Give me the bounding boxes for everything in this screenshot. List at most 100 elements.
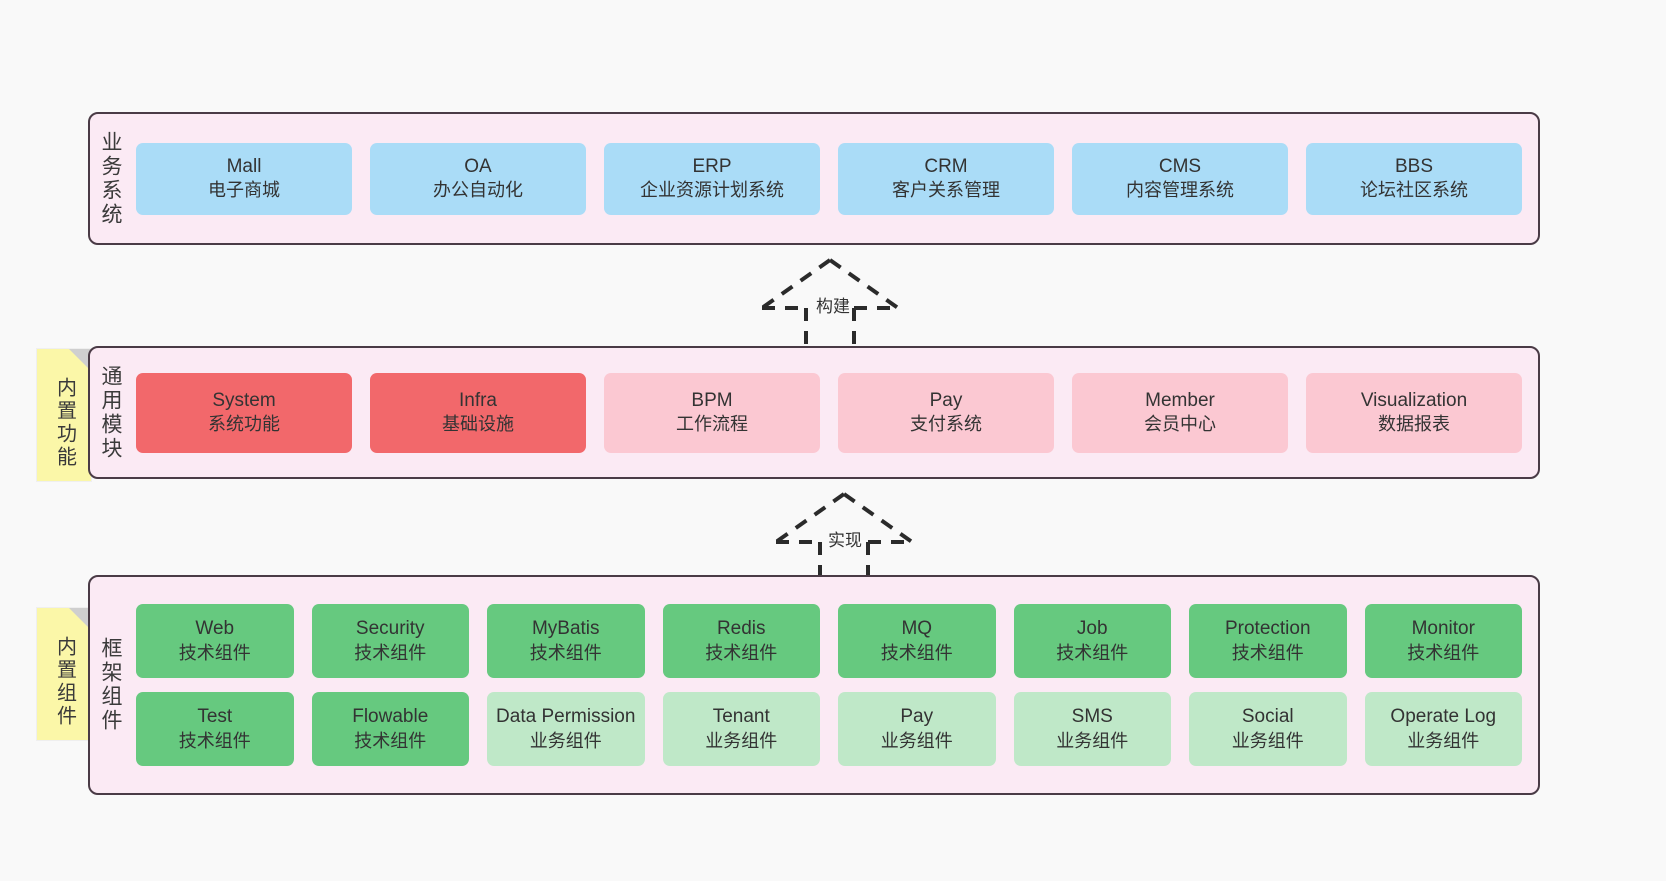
layer-body-business: Mall 电子商城 OA 办公自动化 ERP 企业资源计划系统 CRM 客户关系…	[130, 114, 1538, 243]
card-subtitle: 办公自动化	[433, 180, 523, 201]
card-subtitle: 业务组件	[1056, 730, 1129, 751]
card-web[interactable]: Web 技术组件	[136, 604, 294, 678]
card-title: OA	[464, 155, 492, 177]
card-subtitle: 技术组件	[880, 642, 953, 663]
sticky-note-label: 内置组件	[53, 636, 76, 728]
layer-business-systems: 业务系统 Mall 电子商城 OA 办公自动化 ERP 企业资源计划系统 CRM…	[88, 112, 1540, 245]
arrow-implement-label: 实现	[828, 531, 862, 550]
framework-row-business: Test 技术组件 Flowable 技术组件 Data Permission …	[136, 692, 1522, 766]
card-subtitle: 技术组件	[1056, 642, 1129, 663]
card-security[interactable]: Security 技术组件	[311, 604, 469, 678]
card-title: Data Permission	[496, 706, 636, 728]
layer-body-modules: System 系统功能 Infra 基础设施 BPM 工作流程 Pay 支付系统…	[130, 348, 1538, 477]
card-subtitle: 系统功能	[208, 414, 280, 435]
card-redis[interactable]: Redis 技术组件	[662, 604, 820, 678]
card-title: CMS	[1158, 155, 1202, 177]
card-title: System	[212, 389, 276, 411]
card-title: MyBatis	[531, 618, 600, 640]
folded-corner-icon	[69, 349, 91, 371]
card-title: Security	[355, 618, 425, 640]
sticky-note-label: 内置功能	[53, 377, 76, 469]
card-subtitle: 企业资源计划系统	[640, 180, 784, 201]
card-subtitle: 客户关系管理	[892, 180, 1000, 201]
card-title: Pay	[900, 706, 934, 728]
card-crm[interactable]: CRM 客户关系管理	[838, 142, 1054, 215]
card-tenant[interactable]: Tenant 业务组件	[662, 692, 820, 766]
card-subtitle: 技术组件	[354, 642, 427, 663]
card-visualization[interactable]: Visualization 数据报表	[1306, 372, 1522, 453]
card-subtitle: 技术组件	[1407, 642, 1480, 663]
card-subtitle: 业务组件	[1407, 730, 1480, 751]
card-infra[interactable]: Infra 基础设施	[370, 372, 586, 453]
card-title: CRM	[924, 155, 968, 177]
card-title: SMS	[1071, 706, 1113, 728]
card-title: Pay	[929, 389, 963, 411]
card-title: Social	[1241, 706, 1294, 728]
card-subtitle: 电子商城	[208, 180, 280, 201]
card-subtitle: 工作流程	[676, 414, 748, 435]
card-title: Job	[1076, 618, 1108, 640]
card-monitor[interactable]: Monitor 技术组件	[1364, 604, 1522, 678]
layer-framework-components: 框架组件 Web 技术组件 Security 技术组件 MyBatis 技术组件…	[88, 575, 1540, 795]
card-title: Operate Log	[1390, 706, 1497, 728]
card-cms[interactable]: CMS 内容管理系统	[1072, 142, 1288, 215]
card-protection[interactable]: Protection 技术组件	[1189, 604, 1347, 678]
card-title: Tenant	[712, 706, 770, 728]
card-title: ERP	[692, 155, 732, 177]
card-data-permission[interactable]: Data Permission 业务组件	[487, 692, 645, 766]
card-title: Protection	[1224, 618, 1311, 640]
card-operate-log[interactable]: Operate Log 业务组件	[1364, 692, 1522, 766]
framework-row-tech: Web 技术组件 Security 技术组件 MyBatis 技术组件 Redi…	[136, 604, 1522, 678]
layer-label-business: 业务系统	[99, 130, 123, 227]
card-subtitle: 论坛社区系统	[1360, 180, 1468, 201]
card-subtitle: 基础设施	[442, 414, 514, 435]
card-pay-component[interactable]: Pay 业务组件	[838, 692, 996, 766]
card-test[interactable]: Test 技术组件	[136, 692, 294, 766]
sticky-note-builtin-function: 内置功能	[37, 349, 91, 481]
card-subtitle: 技术组件	[1231, 642, 1304, 663]
card-title: Member	[1145, 389, 1215, 411]
card-pay-module[interactable]: Pay 支付系统	[838, 372, 1054, 453]
card-title: Flowable	[352, 706, 429, 728]
card-social[interactable]: Social 业务组件	[1189, 692, 1347, 766]
business-row: Mall 电子商城 OA 办公自动化 ERP 企业资源计划系统 CRM 客户关系…	[136, 142, 1522, 215]
card-subtitle: 技术组件	[529, 642, 602, 663]
card-title: Visualization	[1360, 389, 1468, 411]
card-job[interactable]: Job 技术组件	[1013, 604, 1171, 678]
card-mall[interactable]: Mall 电子商城	[136, 142, 352, 215]
card-title: MQ	[901, 618, 933, 640]
card-flowable[interactable]: Flowable 技术组件	[311, 692, 469, 766]
card-erp[interactable]: ERP 企业资源计划系统	[604, 142, 820, 215]
layer-label-framework: 框架组件	[99, 637, 123, 733]
card-subtitle: 业务组件	[880, 730, 953, 751]
card-mybatis[interactable]: MyBatis 技术组件	[487, 604, 645, 678]
modules-row: System 系统功能 Infra 基础设施 BPM 工作流程 Pay 支付系统…	[136, 372, 1522, 453]
card-bpm[interactable]: BPM 工作流程	[604, 372, 820, 453]
arrow-build-label: 构建	[816, 297, 850, 316]
card-subtitle: 数据报表	[1378, 414, 1450, 435]
card-subtitle: 会员中心	[1144, 414, 1216, 435]
card-mq[interactable]: MQ 技术组件	[838, 604, 996, 678]
card-bbs[interactable]: BBS 论坛社区系统	[1306, 142, 1522, 215]
layer-body-framework: Web 技术组件 Security 技术组件 MyBatis 技术组件 Redi…	[130, 577, 1538, 793]
sticky-note-builtin-component: 内置组件	[37, 608, 91, 740]
card-subtitle: 支付系统	[910, 414, 982, 435]
card-member[interactable]: Member 会员中心	[1072, 372, 1288, 453]
layer-label-modules: 通用模块	[99, 364, 123, 461]
card-subtitle: 业务组件	[705, 730, 778, 751]
card-title: Mall	[226, 155, 262, 177]
card-oa[interactable]: OA 办公自动化	[370, 142, 586, 215]
layer-common-modules: 通用模块 System 系统功能 Infra 基础设施 BPM 工作流程 Pay…	[88, 346, 1540, 479]
card-subtitle: 技术组件	[705, 642, 778, 663]
card-subtitle: 技术组件	[178, 730, 251, 751]
card-title: Infra	[458, 389, 498, 411]
card-system[interactable]: System 系统功能	[136, 372, 352, 453]
card-sms[interactable]: SMS 业务组件	[1013, 692, 1171, 766]
arrow-implement: 实现	[770, 490, 918, 586]
card-title: Redis	[716, 618, 766, 640]
dashed-generalization-arrow-icon	[774, 492, 914, 586]
card-title: Monitor	[1411, 618, 1475, 640]
card-subtitle: 业务组件	[1231, 730, 1304, 751]
folded-corner-icon	[69, 608, 91, 630]
